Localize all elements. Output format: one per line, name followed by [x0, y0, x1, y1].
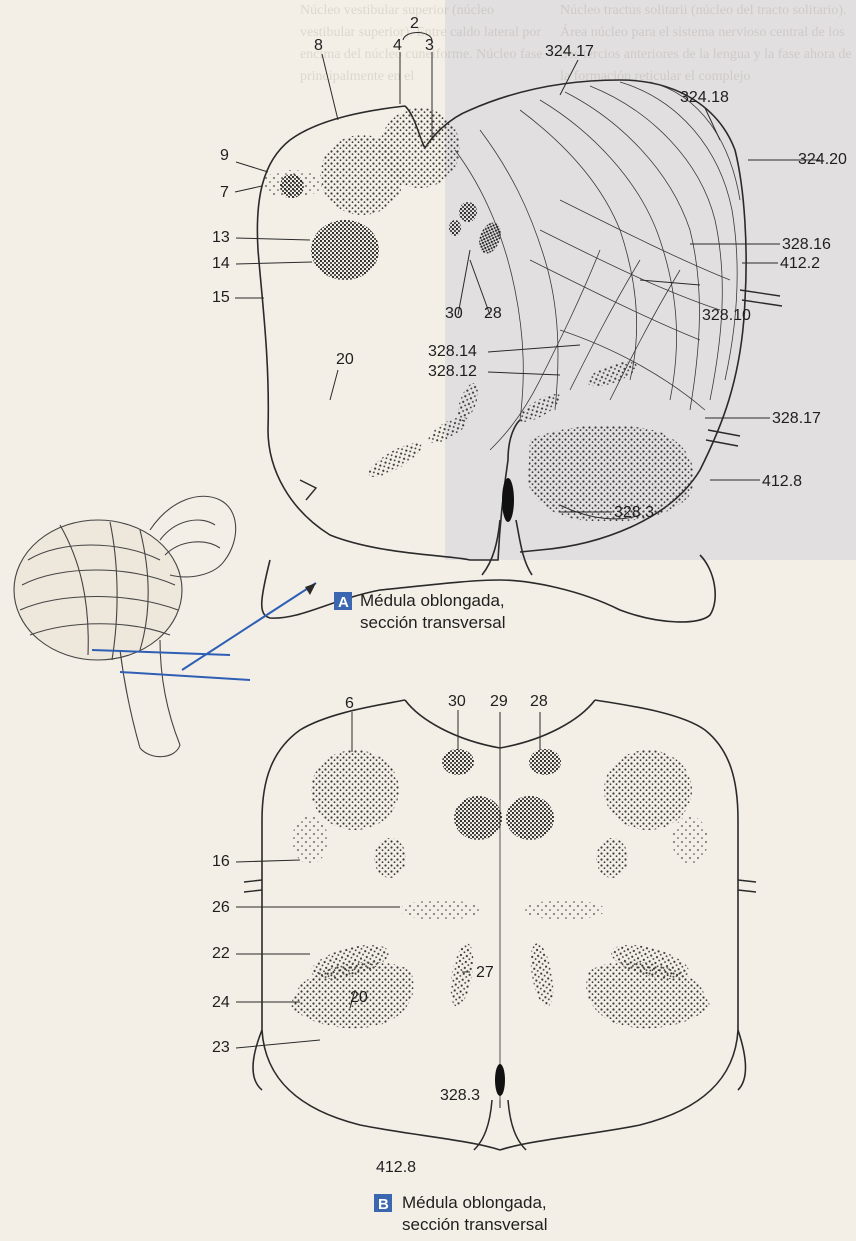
label-b-6: 6	[345, 695, 354, 712]
label-b-29: 29	[490, 693, 508, 710]
label-a-2: 2	[410, 15, 419, 32]
label-a-30: 30	[445, 305, 463, 322]
brainstem-sketch	[14, 496, 236, 756]
label-b-20: 20	[350, 989, 368, 1006]
label-b-412-8: 412.8	[376, 1159, 416, 1176]
label-a-4: 4	[393, 37, 402, 54]
caption-b-line2: sección transversal	[402, 1215, 548, 1234]
label-a-15: 15	[212, 289, 230, 306]
label-a-20: 20	[336, 351, 354, 368]
label-a-13: 13	[212, 229, 230, 246]
label-a-328-17: 328.17	[772, 410, 821, 427]
section-a-olive-right	[528, 425, 694, 521]
label-a-328-3: 328.3	[614, 504, 654, 521]
label-a-9: 9	[220, 147, 229, 164]
badge-b: B	[378, 1196, 389, 1213]
section-a-caption: A Médula oblongada, sección transversal	[334, 591, 506, 632]
badge-a: A	[338, 594, 349, 611]
section-a-gracile-cuneate	[320, 108, 460, 215]
label-a-328-10: 328.10	[702, 307, 751, 324]
label-b-16: 16	[212, 853, 230, 870]
label-b-24: 24	[212, 994, 230, 1011]
peduncle-fibers	[455, 82, 740, 450]
label-a-28: 28	[484, 305, 502, 322]
label-a-7: 7	[220, 184, 229, 201]
caption-a-line1: Médula oblongada,	[360, 591, 505, 610]
label-a-14: 14	[212, 255, 230, 272]
caption-a-line2: sección transversal	[360, 613, 506, 632]
label-a-324-18: 324.18	[680, 89, 729, 106]
label-a-412-2: 412.2	[780, 255, 820, 272]
caption-b-line1: Médula oblongada,	[402, 1193, 547, 1212]
label-b-23: 23	[212, 1039, 230, 1056]
label-b-30: 30	[448, 693, 466, 710]
section-b-dense-nuclei	[374, 749, 628, 878]
label-a-324-17: 324.17	[545, 43, 594, 60]
sketch-arrow	[305, 583, 316, 595]
section-b-caption: B Médula oblongada, sección transversal	[374, 1193, 548, 1234]
label-b-26: 26	[212, 899, 230, 916]
label-b-328-3: 328.3	[440, 1087, 480, 1104]
label-a-328-12: 328.12	[428, 363, 477, 380]
label-b-22: 22	[212, 945, 230, 962]
label-a-328-16: 328.16	[782, 236, 831, 253]
label-a-8: 8	[314, 37, 323, 54]
label-a-412-8: 412.8	[762, 473, 802, 490]
label-b-28: 28	[530, 693, 548, 710]
label-a-3: 3	[425, 37, 434, 54]
label-a-328-14: 328.14	[428, 343, 477, 360]
label-b-27: 27	[476, 964, 494, 981]
label-a-324-20: 324.20	[798, 151, 847, 168]
